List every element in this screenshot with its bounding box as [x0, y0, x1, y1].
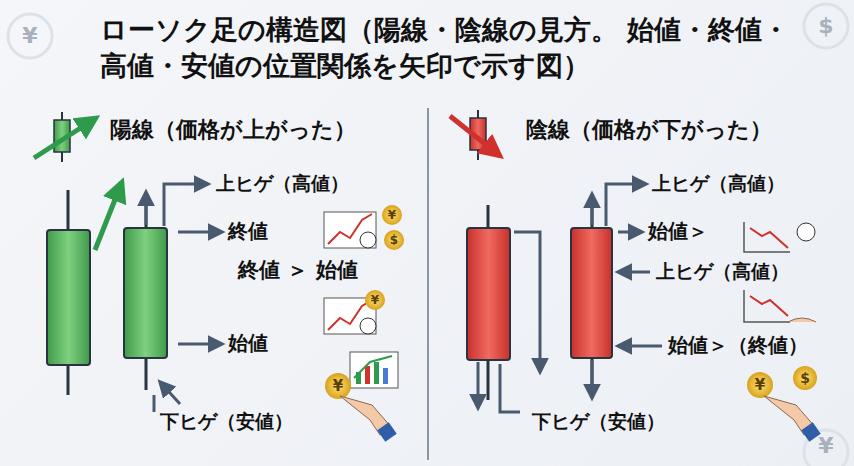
- watermark-symbol: ¥: [818, 435, 833, 457]
- comparison-label: 始値＞: [648, 219, 708, 243]
- diagram-title: ローソク足の構造図（陽線・陰線の見方。 始値・終値・高値・安値の位置関係を矢印で…: [100, 12, 820, 84]
- price-label: 上ヒゲ（高値）: [216, 172, 349, 195]
- coin-symbol: ¥: [388, 209, 396, 221]
- comparison-label: 始値＞（終値）: [668, 333, 808, 357]
- coin-symbol: $: [800, 371, 810, 385]
- price-label: 下ヒゲ（安値）: [160, 410, 293, 433]
- price-label: 下ヒゲ（安値）: [532, 410, 665, 433]
- price-label: 始値: [228, 331, 268, 355]
- coin-symbol: ¥: [371, 294, 379, 306]
- comparison-label: 終値 ＞ 始値: [238, 258, 358, 283]
- price-label: 上ヒゲ（高値）: [652, 172, 785, 195]
- coin-symbol: ¥: [755, 378, 765, 393]
- section-heading: 陰線（価格が下がった）: [526, 117, 772, 143]
- coin-symbol: $: [390, 234, 398, 246]
- watermark-symbol: ¥: [22, 25, 37, 47]
- price-label: 上ヒゲ（高値）: [656, 260, 789, 283]
- section-heading: 陽線（価格が上がった）: [110, 117, 356, 143]
- price-label: 終値: [228, 219, 268, 243]
- watermark-symbol: $: [818, 15, 833, 37]
- coin-symbol: ¥: [333, 379, 343, 394]
